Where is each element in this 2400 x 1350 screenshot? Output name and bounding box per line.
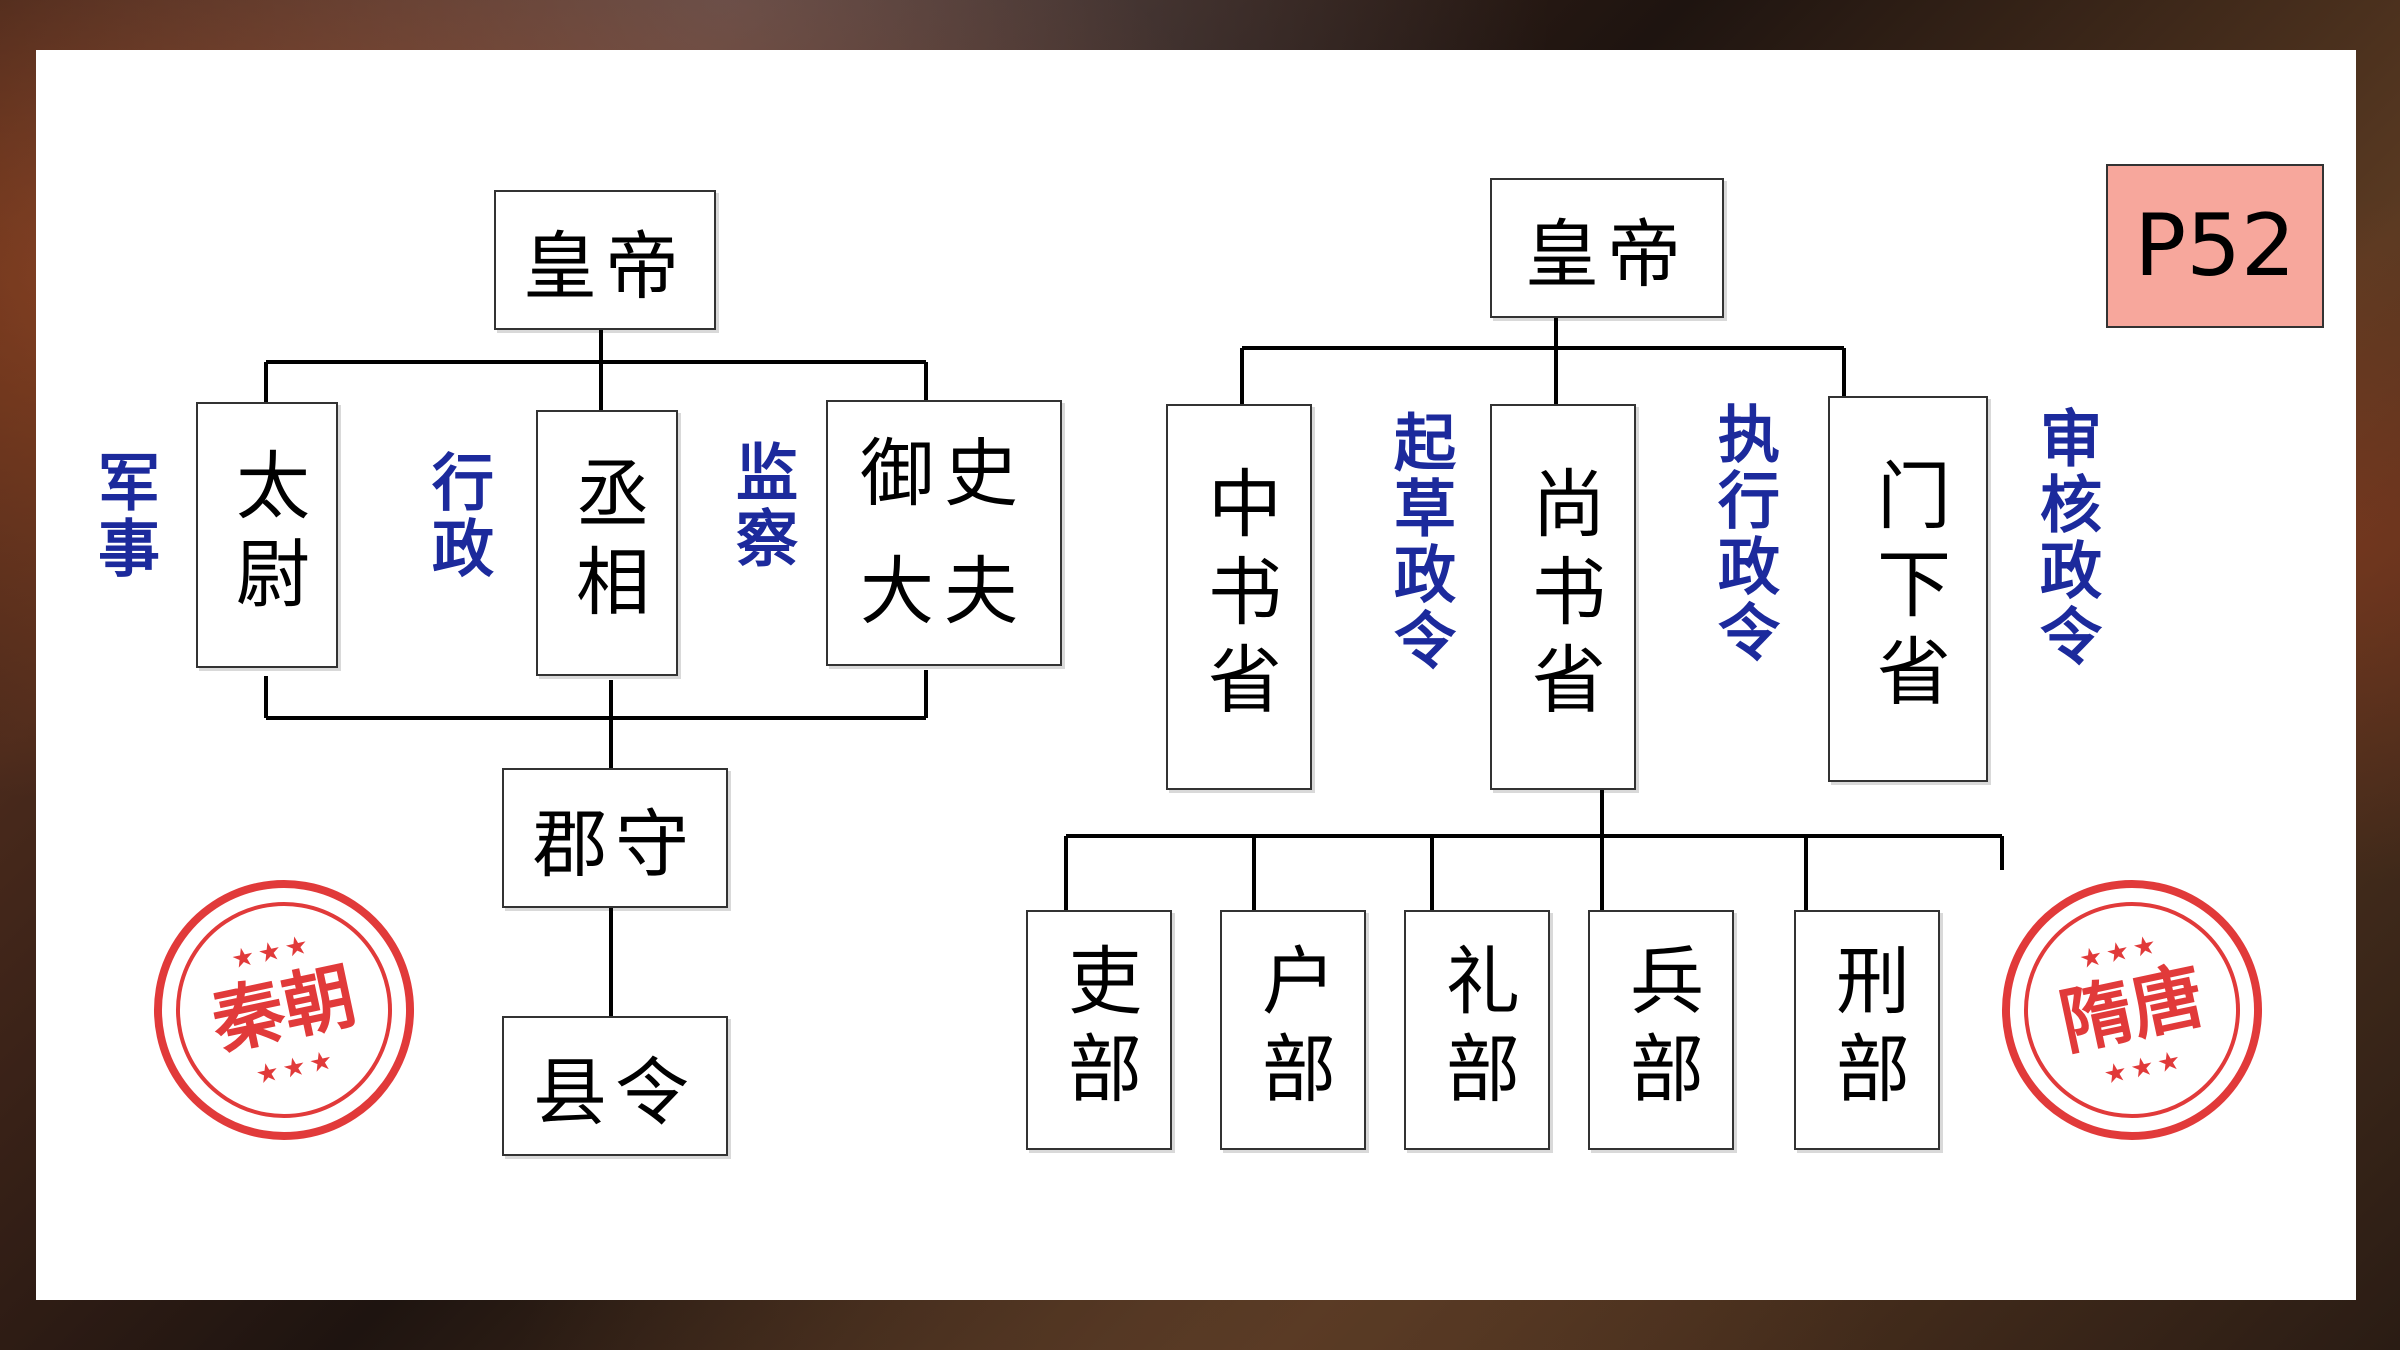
suitang-draft-label: 起草政令: [1383, 410, 1456, 674]
qin-junshou-box: 郡守: [502, 768, 728, 908]
qin-yushi-label: 御史大夫: [860, 430, 1028, 635]
qin-taiwei-box: 太尉: [196, 402, 338, 668]
suitang-emperor-box: 皇帝: [1490, 178, 1724, 318]
stamp-stars-bottom-icon: ★★★: [2100, 1044, 2188, 1091]
qin-emperor-box: 皇帝: [494, 190, 716, 330]
connector-lines: [264, 318, 2004, 1016]
stamp-stars-bottom-icon: ★★★: [252, 1044, 340, 1091]
suitang-review-label: 审核政令: [2029, 406, 2102, 670]
qin-stamp-text: 秦朝: [204, 953, 364, 1066]
suitang-zhongshu-box: 中书省: [1166, 404, 1312, 790]
suitang-execute-label: 执行政令: [1707, 402, 1780, 666]
page-number-badge: P52: [2106, 164, 2324, 328]
qin-yushi-box: 御史大夫: [826, 400, 1062, 666]
qin-chengxiang-box: 丞相: [536, 410, 678, 676]
slide: 皇帝 太尉 丞相 御史大夫 郡守 县令 军事 行政 监察 皇帝 中书省 尚书省 …: [36, 50, 2356, 1300]
ministry-li-personnel-box: 吏部: [1026, 910, 1172, 1150]
suitang-shangshu-box: 尚书省: [1490, 404, 1636, 790]
ministry-li-rites-box: 礼部: [1404, 910, 1550, 1150]
suitang-stamp-text: 隋唐: [2052, 953, 2212, 1066]
qin-admin-label: 行政: [421, 450, 494, 582]
stamp-stars-top-icon: ★★★: [2076, 929, 2164, 976]
stamp-stars-top-icon: ★★★: [228, 929, 316, 976]
ministry-xing-box: 刑部: [1794, 910, 1940, 1150]
ministry-hu-box: 户部: [1220, 910, 1366, 1150]
qin-supervise-label: 监察: [725, 440, 798, 572]
suitang-menxia-box: 门下省: [1828, 396, 1988, 782]
ministry-bing-box: 兵部: [1588, 910, 1734, 1150]
qin-military-label: 军事: [87, 450, 160, 582]
qin-xianling-box: 县令: [502, 1016, 728, 1156]
